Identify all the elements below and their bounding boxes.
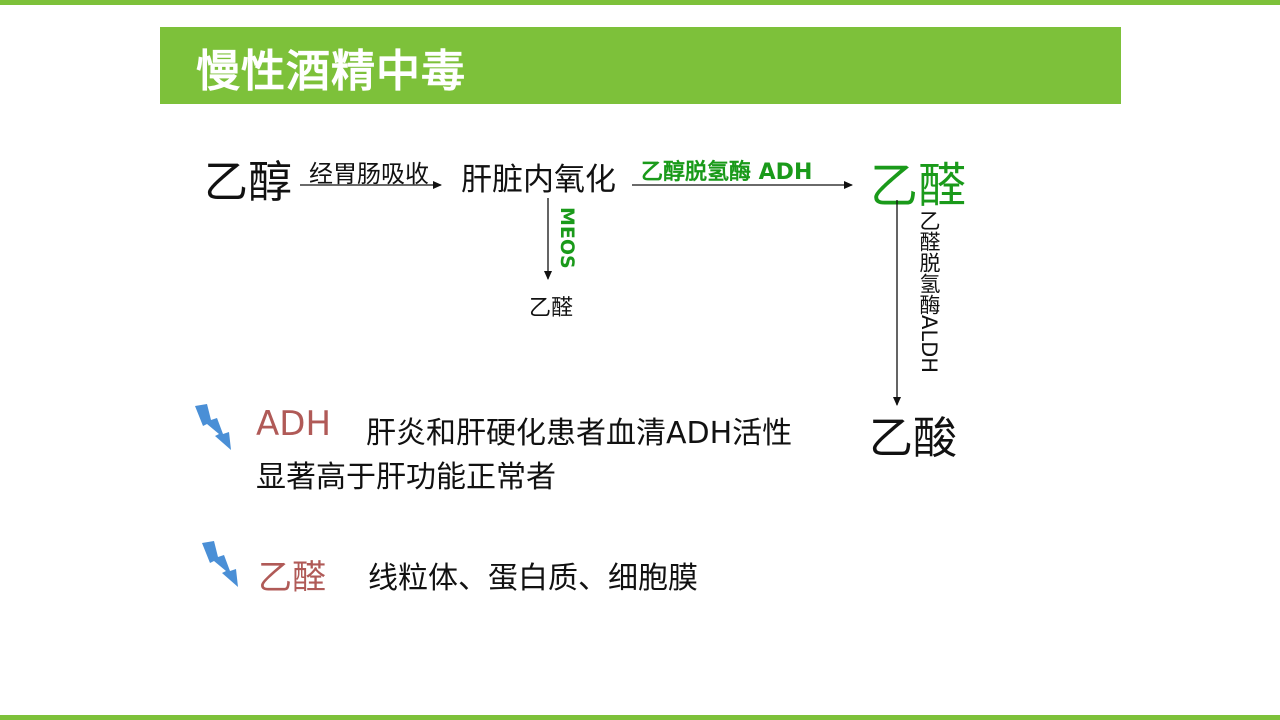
note-text-acetaldehyde: 线粒体、蛋白质、细胞膜 (368, 561, 698, 596)
lightning-bolt-icon (202, 541, 238, 587)
note-text-adh-line2: 显著高于肝功能正常者 (256, 460, 556, 495)
node-acetic-acid: 乙酸 (869, 413, 957, 464)
node-acetaldehyde-main: 乙醛 (870, 158, 967, 214)
note-key-acetaldehyde: 乙醛 (258, 558, 326, 598)
note-key-adh: ADH (256, 404, 332, 444)
node-ethanol: 乙醇 (204, 157, 292, 208)
label-adh-enzyme: 乙醇脱氢酶 ADH (641, 160, 813, 185)
label-aldh-enzyme: 乙醛脱氢酶ALDH (917, 210, 941, 374)
page-title: 慢性酒精中毒 (196, 46, 466, 97)
node-acetaldehyde-meos: 乙醛 (529, 296, 574, 321)
label-absorption: 经胃肠吸收 (309, 160, 429, 188)
top-accent-bar (0, 0, 1280, 5)
title-banner: 慢性酒精中毒 (160, 27, 1121, 104)
label-meos: MEOS (556, 207, 578, 269)
node-liver-oxidation: 肝脏内氧化 (461, 162, 616, 198)
bottom-accent-bar (0, 715, 1280, 720)
note-text-adh: 肝炎和肝硬化患者血清ADH活性 (366, 416, 793, 451)
lightning-bolt-icon (195, 404, 231, 450)
